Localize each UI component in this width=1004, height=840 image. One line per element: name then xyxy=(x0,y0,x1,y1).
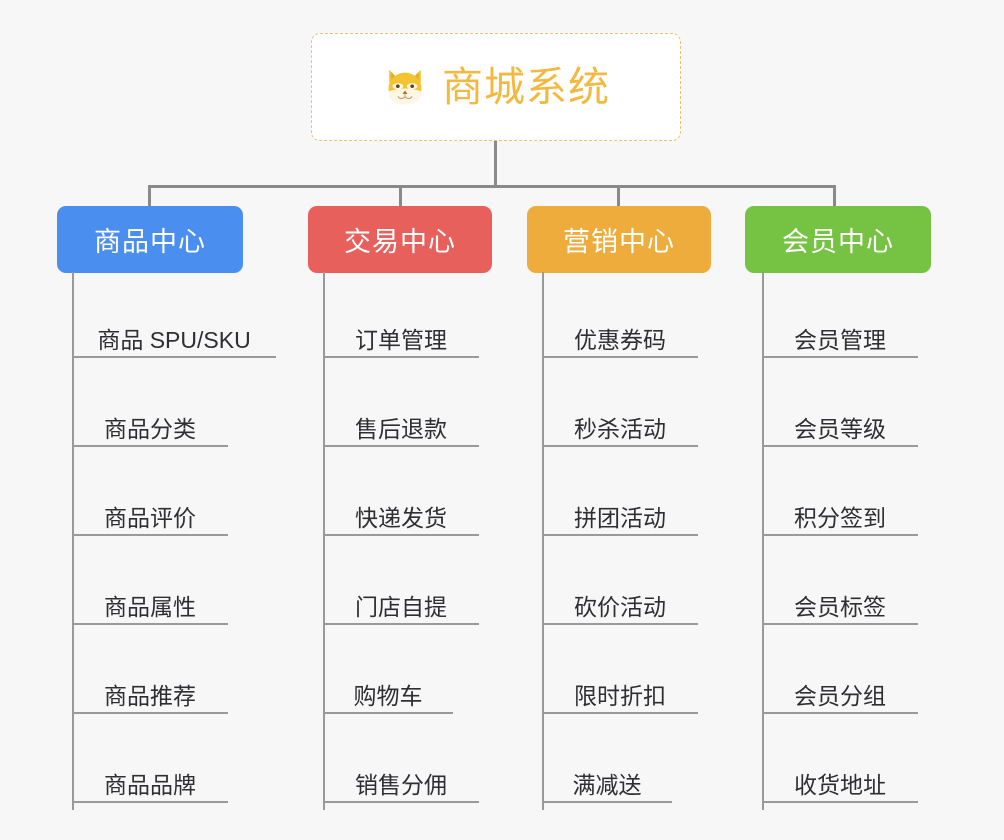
branch-header-4[interactable]: 会员中心 xyxy=(745,206,931,273)
branch-header-2-label: 交易中心 xyxy=(344,227,456,257)
leaf-item[interactable]: 商品分类 xyxy=(72,401,228,447)
shiba-dog-face-icon xyxy=(388,69,422,105)
leaf-item[interactable]: 会员等级 xyxy=(762,401,918,447)
leaf-item-label: 快递发货 xyxy=(355,504,447,531)
leaf-spine-4 xyxy=(762,272,764,810)
branch-header-1[interactable]: 商品中心 xyxy=(57,206,243,273)
leaf-item-label: 商品推荐 xyxy=(104,682,196,709)
leaf-item[interactable]: 商品品牌 xyxy=(72,757,228,803)
leaf-item-label: 秒杀活动 xyxy=(574,415,666,442)
leaf-item[interactable]: 订单管理 xyxy=(323,312,479,358)
leaf-item[interactable]: 会员分组 xyxy=(762,668,918,714)
leaf-item-label: 优惠券码 xyxy=(574,326,666,353)
leaf-item[interactable]: 积分签到 xyxy=(762,490,918,536)
leaf-item-label: 会员等级 xyxy=(794,415,886,442)
leaf-item-label: 拼团活动 xyxy=(574,504,666,531)
branch-header-3[interactable]: 营销中心 xyxy=(527,206,711,273)
leaf-item-label: 商品品牌 xyxy=(104,771,196,798)
connector-drop-branch-2 xyxy=(399,185,402,207)
leaf-item[interactable]: 商品属性 xyxy=(72,579,228,625)
leaf-item[interactable]: 商品评价 xyxy=(72,490,228,536)
leaf-item-label: 会员管理 xyxy=(794,326,886,353)
leaf-spine-3 xyxy=(542,272,544,810)
leaf-item-label: 商品属性 xyxy=(104,593,196,620)
leaf-item[interactable]: 砍价活动 xyxy=(542,579,698,625)
leaf-item[interactable]: 会员标签 xyxy=(762,579,918,625)
leaf-item[interactable]: 优惠券码 xyxy=(542,312,698,358)
connector-drop-branch-4 xyxy=(833,185,836,207)
branch-header-2[interactable]: 交易中心 xyxy=(308,206,492,273)
leaf-item[interactable]: 拼团活动 xyxy=(542,490,698,536)
leaf-item[interactable]: 限时折扣 xyxy=(542,668,698,714)
connector-drop-branch-1 xyxy=(148,185,151,207)
leaf-item[interactable]: 商品推荐 xyxy=(72,668,228,714)
branch-header-1-label: 商品中心 xyxy=(94,227,206,257)
connector-root-drop xyxy=(494,141,497,186)
leaf-item[interactable]: 售后退款 xyxy=(323,401,479,447)
root-node-label: 商城系统 xyxy=(442,63,610,110)
leaf-item-label: 订单管理 xyxy=(355,326,447,353)
leaf-item[interactable]: 秒杀活动 xyxy=(542,401,698,447)
leaf-item-label: 收货地址 xyxy=(794,771,886,798)
leaf-item[interactable]: 门店自提 xyxy=(323,579,479,625)
branch-header-4-label: 会员中心 xyxy=(782,227,894,257)
connector-drop-branch-3 xyxy=(617,185,620,207)
leaf-item-label: 积分签到 xyxy=(794,504,886,531)
leaf-item-label: 售后退款 xyxy=(355,415,447,442)
leaf-item-label: 门店自提 xyxy=(355,593,447,620)
leaf-item-label: 商品分类 xyxy=(104,415,196,442)
leaf-item-label: 砍价活动 xyxy=(574,593,666,620)
leaf-item-label: 销售分佣 xyxy=(355,771,447,798)
leaf-item[interactable]: 商品 SPU/SKU xyxy=(72,312,276,358)
leaf-spine-1 xyxy=(72,272,74,810)
leaf-item[interactable]: 会员管理 xyxy=(762,312,918,358)
leaf-item-label: 会员分组 xyxy=(794,682,886,709)
leaf-item-label: 商品评价 xyxy=(104,504,196,531)
leaf-item[interactable]: 销售分佣 xyxy=(323,757,479,803)
leaf-item-label: 商品 SPU/SKU xyxy=(97,326,251,353)
leaf-item-label: 满减送 xyxy=(572,771,642,798)
leaf-item[interactable]: 购物车 xyxy=(323,668,453,714)
leaf-item-label: 会员标签 xyxy=(794,593,886,620)
leaf-spine-2 xyxy=(323,272,325,810)
branch-header-3-label: 营销中心 xyxy=(563,227,675,257)
leaf-item[interactable]: 收货地址 xyxy=(762,757,918,803)
leaf-item[interactable]: 满减送 xyxy=(542,757,672,803)
connector-horizontal-bus xyxy=(148,185,836,188)
leaf-item-label: 限时折扣 xyxy=(574,682,666,709)
leaf-item[interactable]: 快递发货 xyxy=(323,490,479,536)
root-node[interactable]: 商城系统 xyxy=(311,33,681,141)
leaf-item-label: 购物车 xyxy=(353,682,423,709)
